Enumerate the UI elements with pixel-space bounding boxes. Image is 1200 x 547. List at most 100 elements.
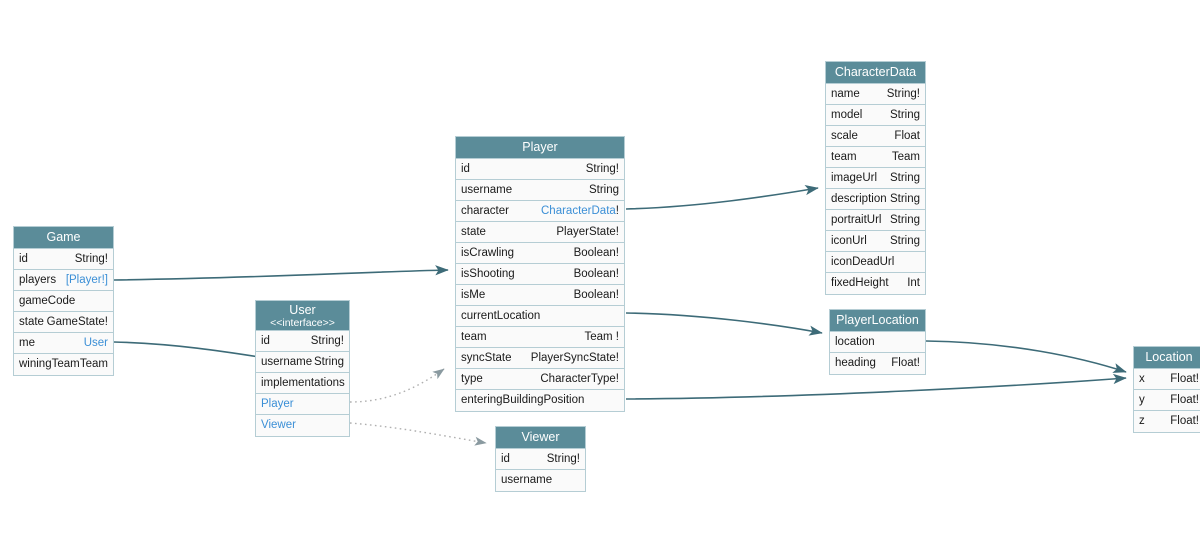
- field-name: isMe: [461, 289, 486, 301]
- field-type: Float!: [891, 357, 920, 369]
- entity-user[interactable]: User <<interface>> id String! username S…: [255, 300, 350, 437]
- field-name: fixedHeight: [831, 277, 889, 289]
- field-type: Team: [79, 358, 108, 370]
- field-type: Boolean!: [573, 247, 619, 259]
- entity-viewer[interactable]: Viewer id String! username String: [495, 426, 586, 492]
- field-type: User: [83, 337, 108, 349]
- field-name: iconDeadUrl: [831, 256, 895, 268]
- field-name: type: [461, 373, 483, 385]
- field-characterdata-iconurl[interactable]: iconUrl String: [826, 231, 925, 252]
- field-type: String!: [310, 335, 344, 347]
- field-location-z[interactable]: z Float!: [1134, 411, 1200, 432]
- field-name: username: [461, 184, 513, 196]
- field-type: Float: [894, 130, 920, 142]
- field-name: x: [1139, 373, 1145, 385]
- field-characterdata-model[interactable]: model String: [826, 105, 925, 126]
- field-game-players[interactable]: players [Player!]: [14, 270, 113, 291]
- edge-game-players-to-player: [113, 265, 449, 281]
- field-player-id[interactable]: id String!: [456, 159, 624, 180]
- entity-characterdata-title: CharacterData: [826, 62, 925, 84]
- field-type: Team: [891, 151, 920, 163]
- field-player-enteringbuildingposition[interactable]: enteringBuildingPosition Location: [456, 390, 624, 411]
- field-type: Float!: [1170, 415, 1199, 427]
- user-implementation-player[interactable]: Player: [256, 394, 349, 415]
- field-name: isShooting: [461, 268, 515, 280]
- field-game-winingteam[interactable]: winingTeam Team: [14, 354, 113, 375]
- edge-player-enteringbuildingposition-to-location: [625, 373, 1127, 400]
- field-characterdata-team[interactable]: team Team: [826, 147, 925, 168]
- field-playerlocation-location[interactable]: location Location!: [830, 332, 925, 353]
- field-type: Boolean!: [573, 289, 619, 301]
- field-location-x[interactable]: x Float!: [1134, 369, 1200, 390]
- field-player-type[interactable]: type CharacterType!: [456, 369, 624, 390]
- entity-game-title: Game: [14, 227, 113, 249]
- field-type: String!: [585, 163, 619, 175]
- field-player-state[interactable]: state PlayerState!: [456, 222, 624, 243]
- field-name: name: [831, 88, 860, 100]
- field-name: imageUrl: [831, 172, 878, 184]
- field-characterdata-fixedheight[interactable]: fixedHeight Int: [826, 273, 925, 294]
- field-name: team: [831, 151, 857, 163]
- field-name: username: [501, 474, 553, 486]
- field-playerlocation-heading[interactable]: heading Float!: [830, 353, 925, 374]
- field-name: id: [461, 163, 470, 175]
- field-viewer-username[interactable]: username String: [496, 470, 585, 491]
- field-user-id[interactable]: id String!: [256, 331, 349, 352]
- field-user-username[interactable]: username String: [256, 352, 349, 373]
- field-name: winingTeam: [19, 358, 80, 370]
- field-player-currentlocation[interactable]: currentLocation PlayerLocation!: [456, 306, 624, 327]
- field-characterdata-description[interactable]: description String: [826, 189, 925, 210]
- field-location-y[interactable]: y Float!: [1134, 390, 1200, 411]
- entity-user-name: User: [289, 303, 316, 317]
- edge-user-impl-viewer: [349, 422, 487, 446]
- field-player-username[interactable]: username String: [456, 180, 624, 201]
- field-player-syncstate[interactable]: syncState PlayerSyncState!: [456, 348, 624, 369]
- entity-viewer-title: Viewer: [496, 427, 585, 449]
- field-type-wrap: CharacterData!: [541, 201, 619, 221]
- field-characterdata-scale[interactable]: scale Float: [826, 126, 925, 147]
- user-implementation-viewer[interactable]: Viewer: [256, 415, 349, 436]
- field-characterdata-imageurl[interactable]: imageUrl String: [826, 168, 925, 189]
- field-type: [Player!]: [65, 274, 108, 286]
- entity-characterdata[interactable]: CharacterData name String! model String …: [825, 61, 926, 295]
- entity-game[interactable]: Game id String! players [Player!] gameCo…: [13, 226, 114, 376]
- entity-location[interactable]: Location x Float! y Float! z Float!: [1133, 346, 1200, 433]
- field-player-character[interactable]: character CharacterData!: [456, 201, 624, 222]
- field-player-isshooting[interactable]: isShooting Boolean!: [456, 264, 624, 285]
- field-name: syncState: [461, 352, 512, 364]
- field-type: CharacterType!: [540, 373, 619, 385]
- field-game-id[interactable]: id String!: [14, 249, 113, 270]
- field-name: gameCode: [19, 295, 76, 307]
- field-name: id: [501, 453, 510, 465]
- field-player-isme[interactable]: isMe Boolean!: [456, 285, 624, 306]
- field-name: username: [261, 356, 313, 368]
- field-player-iscrawling[interactable]: isCrawling Boolean!: [456, 243, 624, 264]
- field-type: PlayerSyncState!: [530, 352, 619, 364]
- field-characterdata-icondeadurl[interactable]: iconDeadUrl String: [826, 252, 925, 273]
- field-type: String!: [74, 253, 108, 265]
- field-game-state[interactable]: state GameState!: [14, 312, 113, 333]
- field-characterdata-portraiturl[interactable]: portraitUrl String: [826, 210, 925, 231]
- field-viewer-id[interactable]: id String!: [496, 449, 585, 470]
- field-name: character: [461, 205, 509, 217]
- field-name: z: [1139, 415, 1145, 427]
- field-type-suffix: !: [615, 205, 619, 217]
- field-name: me: [19, 337, 35, 349]
- entity-player[interactable]: Player id String! username String charac…: [455, 136, 625, 412]
- field-type: String: [889, 235, 920, 247]
- field-name: players: [19, 274, 57, 286]
- field-name: y: [1139, 394, 1145, 406]
- entity-location-title: Location: [1134, 347, 1200, 369]
- field-type: String: [313, 356, 344, 368]
- entity-playerlocation[interactable]: PlayerLocation location Location! headin…: [829, 309, 926, 375]
- field-characterdata-name[interactable]: name String!: [826, 84, 925, 105]
- edge-player-currentlocation-to-playerlocation: [625, 312, 823, 336]
- entity-user-stereotype: <<interface>>: [270, 317, 335, 329]
- field-game-me[interactable]: me User: [14, 333, 113, 354]
- field-player-team[interactable]: team Team !: [456, 327, 624, 348]
- field-type: Float!: [1170, 373, 1199, 385]
- field-name: location: [835, 336, 875, 348]
- field-type: Float!: [1170, 394, 1199, 406]
- field-game-gamecode[interactable]: gameCode String!: [14, 291, 113, 312]
- field-type: String!: [546, 453, 580, 465]
